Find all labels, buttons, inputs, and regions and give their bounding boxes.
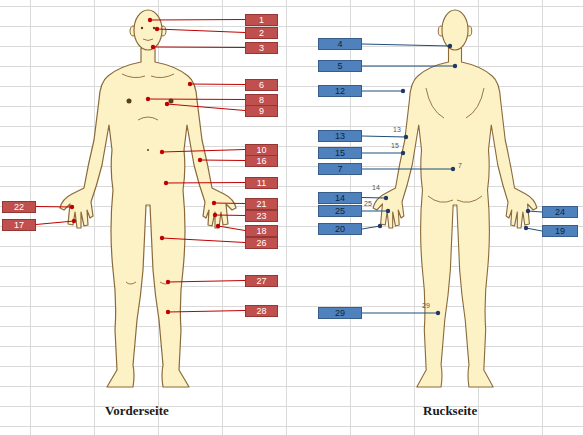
callout-box: 25: [318, 205, 362, 217]
callout-number: 8: [259, 95, 264, 105]
callout-box: 23: [245, 210, 278, 222]
callout-box: 9: [245, 105, 278, 117]
callout-number: 7: [337, 164, 342, 174]
callout-number: 13: [335, 131, 345, 141]
callout-number: 22: [14, 202, 24, 212]
callout-number: 18: [256, 226, 266, 236]
callout-number: 12: [335, 86, 345, 96]
callout-number: 17: [14, 220, 24, 230]
callout-number: 20: [335, 224, 345, 234]
callout-box: 16: [245, 155, 278, 167]
callout-number: 29: [335, 308, 345, 318]
callout-box: 22: [2, 201, 36, 213]
callout-number: 28: [256, 306, 266, 316]
view-title: Ruckseite: [423, 404, 477, 417]
callout-box: 26: [245, 237, 278, 249]
callout-number: 9: [259, 106, 264, 116]
callout-box: 14: [318, 192, 362, 204]
back-details: [426, 88, 484, 202]
callout-number: 2: [259, 28, 264, 38]
callout-number: 4: [337, 39, 342, 49]
front-details: [122, 39, 174, 284]
callout-box: 18: [245, 225, 278, 237]
dot-number: 14: [372, 184, 380, 191]
callout-number: 27: [256, 276, 266, 286]
callout-box: 28: [245, 305, 278, 317]
callout-number: 11: [257, 178, 266, 188]
callout-box: 12: [318, 85, 362, 97]
callout-box: 29: [318, 307, 362, 319]
callout-number: 15: [335, 148, 345, 158]
callout-number: 25: [335, 206, 345, 216]
dot-number: 15: [391, 142, 399, 149]
callout-number: 24: [555, 207, 565, 217]
callout-box: 5: [318, 60, 362, 72]
callout-box: 3: [245, 42, 278, 54]
callout-number: 23: [256, 211, 266, 221]
callout-box: 24: [542, 206, 578, 218]
callout-number: 14: [335, 193, 345, 203]
leader-lines-back: [362, 44, 542, 313]
marker-dots-back: [378, 44, 530, 315]
callout-box: 1: [245, 14, 278, 26]
callout-box: 27: [245, 275, 278, 287]
callout-number: 26: [256, 238, 266, 248]
dot-number: 7: [458, 162, 462, 169]
leader-lines-front: [36, 20, 245, 313]
callout-box: 6: [245, 79, 278, 91]
callout-box: 11: [245, 177, 278, 189]
callout-box: 13: [318, 130, 362, 142]
callout-number: 10: [256, 145, 266, 155]
callout-box: 20: [318, 223, 362, 235]
callout-number: 1: [259, 15, 264, 25]
back-figure: [373, 10, 537, 387]
front-figure: [60, 10, 236, 387]
callout-box: 21: [245, 198, 278, 210]
callout-box: 17: [2, 219, 36, 231]
marker-dots-front: [70, 18, 220, 314]
callout-number: 16: [256, 156, 266, 166]
front-features: [127, 27, 174, 151]
dot-number: 13: [393, 126, 401, 133]
callout-number: 3: [259, 43, 264, 53]
callout-box: 19: [542, 225, 578, 237]
callout-box: 7: [318, 163, 362, 175]
view-title: Vorderseite: [105, 404, 169, 417]
callout-number: 19: [555, 226, 565, 236]
dot-number: 25: [364, 200, 372, 207]
callout-box: 15: [318, 147, 362, 159]
callout-number: 21: [256, 199, 266, 209]
callout-box: 2: [245, 27, 278, 39]
dot-number: 29: [422, 302, 430, 309]
callout-number: 6: [259, 80, 264, 90]
callout-number: 5: [337, 61, 342, 71]
callout-box: 4: [318, 38, 362, 50]
